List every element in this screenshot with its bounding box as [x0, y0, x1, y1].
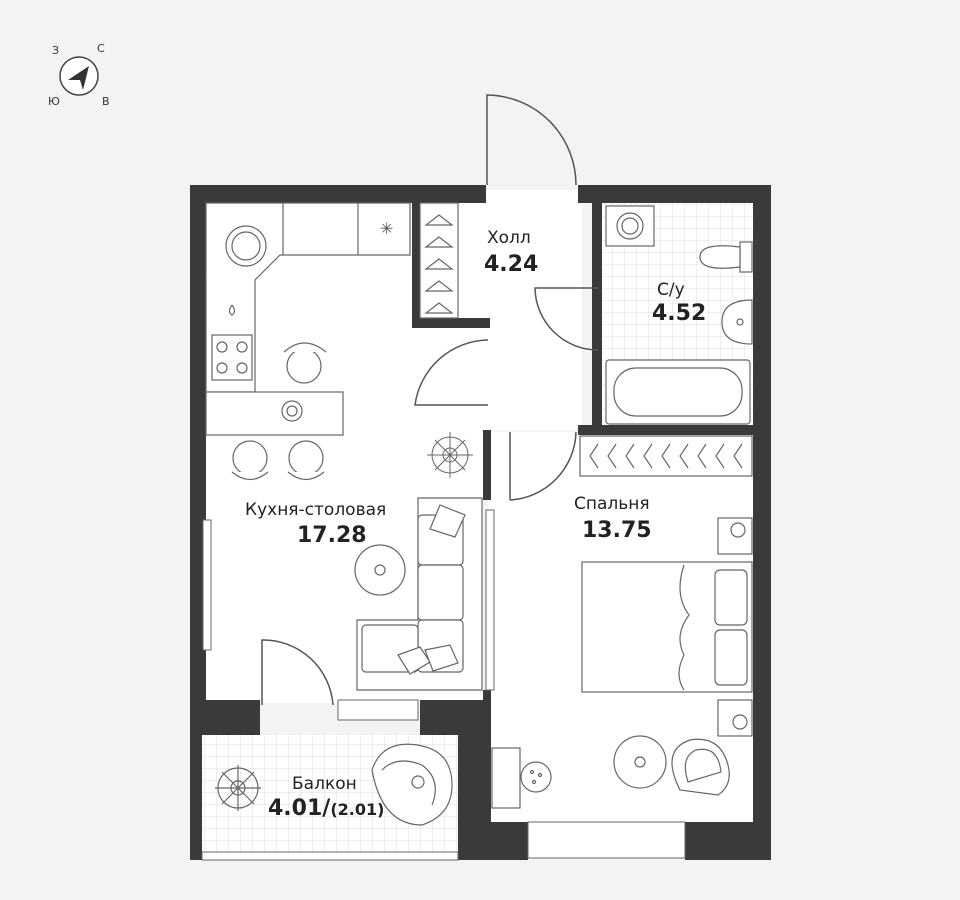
bathroom-area: 4.52	[652, 301, 707, 326]
balcony-door	[261, 639, 334, 706]
walls	[190, 185, 771, 860]
doors	[261, 94, 599, 706]
kitchen-area: 17.28	[297, 523, 367, 548]
water-drop-icon	[228, 304, 236, 316]
window-bedroom-bottom	[527, 821, 686, 859]
bedroom-misc	[491, 735, 730, 809]
wall-top-right	[578, 185, 771, 203]
balcony-name: Балкон	[292, 774, 357, 794]
bathroom-fixtures	[605, 205, 753, 425]
bathroom-name: С/у	[657, 280, 685, 300]
wall-bath-left	[592, 203, 602, 428]
hall-area: 4.24	[484, 252, 539, 277]
windows	[201, 509, 686, 861]
wall-right	[753, 185, 771, 860]
bedroom-wardrobe	[579, 435, 753, 477]
compass-north: С	[97, 42, 105, 55]
bathroom-door	[534, 287, 599, 351]
wall-hall-step	[412, 318, 490, 328]
hall-name: Холл	[487, 228, 531, 248]
kitchen-island	[205, 391, 344, 436]
wall-bedroom-left	[483, 430, 491, 500]
chair-icon	[286, 348, 322, 384]
sofa	[356, 497, 483, 691]
plant-icon	[427, 432, 473, 478]
wall-left	[190, 185, 206, 735]
wardrobe	[419, 202, 459, 319]
bedroom-area: 13.75	[582, 518, 652, 543]
wall-wardrobe-left	[412, 203, 420, 328]
cooktop-icon	[211, 334, 253, 381]
bedroom-door	[509, 431, 577, 501]
compass-icon	[59, 56, 99, 96]
wall-bath-bottom	[578, 425, 771, 435]
balcony-furniture	[215, 743, 453, 826]
chair-icon	[232, 440, 268, 476]
wall-kitchen-bottom-right	[420, 700, 488, 735]
compass-south: Ю	[48, 95, 60, 108]
window-bedroom-left	[485, 509, 495, 691]
wall-bottom-right-2	[685, 822, 771, 860]
chair-icon	[288, 440, 324, 476]
bedroom-name: Спальня	[574, 494, 650, 514]
wall-kitchen-bottom-left	[190, 700, 260, 735]
wall-bottom-right	[488, 822, 528, 860]
bed	[581, 517, 753, 737]
toilet-icon	[739, 241, 753, 273]
window-kitchen-left	[202, 519, 212, 651]
wall-balcony-left	[190, 735, 202, 860]
kitchen-furniture: ✳	[205, 202, 411, 596]
balcony-area-full: 4.01/	[268, 796, 331, 821]
balcony-area-reduced: (2.01)	[330, 800, 385, 819]
svg-text:✳: ✳	[380, 219, 393, 238]
window-balcony-bottom	[201, 851, 459, 861]
dresser-icon	[491, 747, 521, 809]
compass-west: З	[52, 44, 60, 57]
window-kitchen-bottom	[337, 699, 419, 721]
balcony-area: 4.01/(2.01)	[268, 796, 384, 821]
wall-top-left	[190, 185, 486, 203]
stool-icon	[520, 761, 552, 793]
entrance-door	[486, 94, 577, 186]
wall-bedroom-left-2	[483, 690, 491, 825]
plant-icon	[215, 765, 261, 811]
kitchen-door	[414, 339, 489, 406]
kitchen-name: Кухня-столовая	[245, 500, 387, 520]
compass-east: В	[102, 95, 110, 108]
